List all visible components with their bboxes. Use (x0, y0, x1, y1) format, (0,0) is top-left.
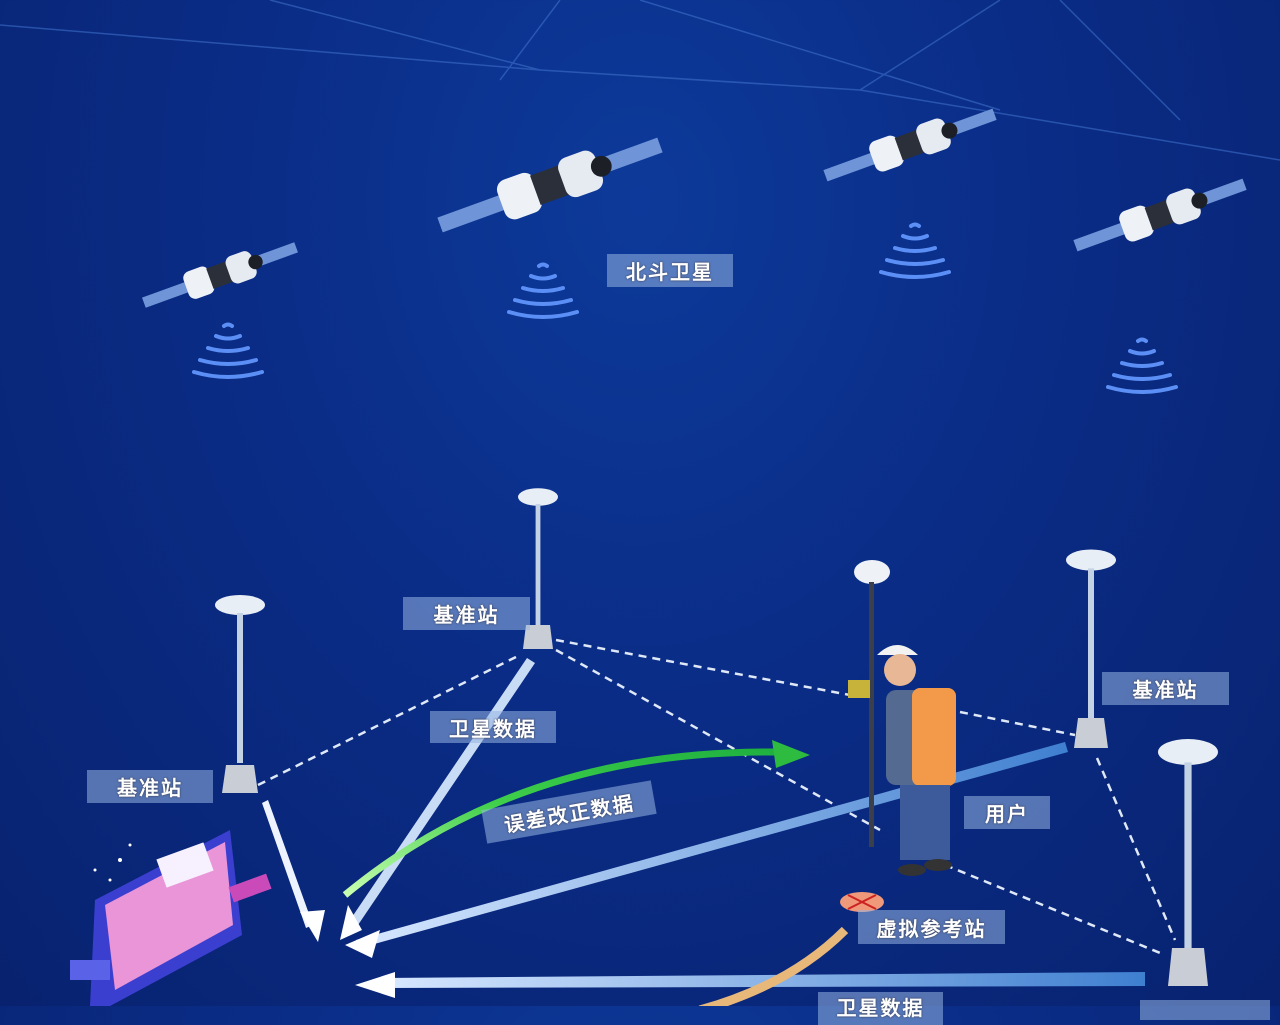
base-station-antenna-far-right (1158, 739, 1218, 986)
virtual-reference-station-label: 虚拟参考站 (858, 910, 1005, 944)
baseline-network (257, 638, 1177, 957)
base-station-label: 基准站 (87, 770, 213, 803)
base-station-antenna-center (518, 488, 558, 649)
satellite-data-label: 卫星数据 (430, 711, 556, 743)
cut-off-label (1140, 1000, 1270, 1020)
base-station-label: 基准站 (1102, 672, 1229, 705)
signal-waves-icon (507, 262, 579, 319)
satellite-icon (823, 108, 997, 182)
beidou-satellite-label: 北斗卫星 (607, 254, 733, 287)
control-center-computer-icon (70, 830, 272, 1006)
base-station-label: 基准站 (403, 597, 530, 630)
signal-waves-icon (879, 222, 951, 279)
virtual-reference-station-marker (840, 892, 884, 912)
user-label: 用户 (964, 796, 1050, 829)
surveyor-user-figure (848, 560, 956, 876)
sky-network-lines (0, 0, 1280, 161)
satellite-icon (142, 242, 298, 308)
base-station-antenna-left (215, 595, 265, 793)
satellite-icon (1073, 178, 1247, 252)
signal-waves-icon (1106, 337, 1178, 394)
satellite-data-label-bottom: 卫星数据 (818, 992, 943, 1025)
satellite-icon (437, 137, 663, 233)
signal-waves-icon (192, 322, 264, 379)
data-beams (262, 658, 1145, 1006)
base-station-antenna-right (1066, 549, 1116, 748)
